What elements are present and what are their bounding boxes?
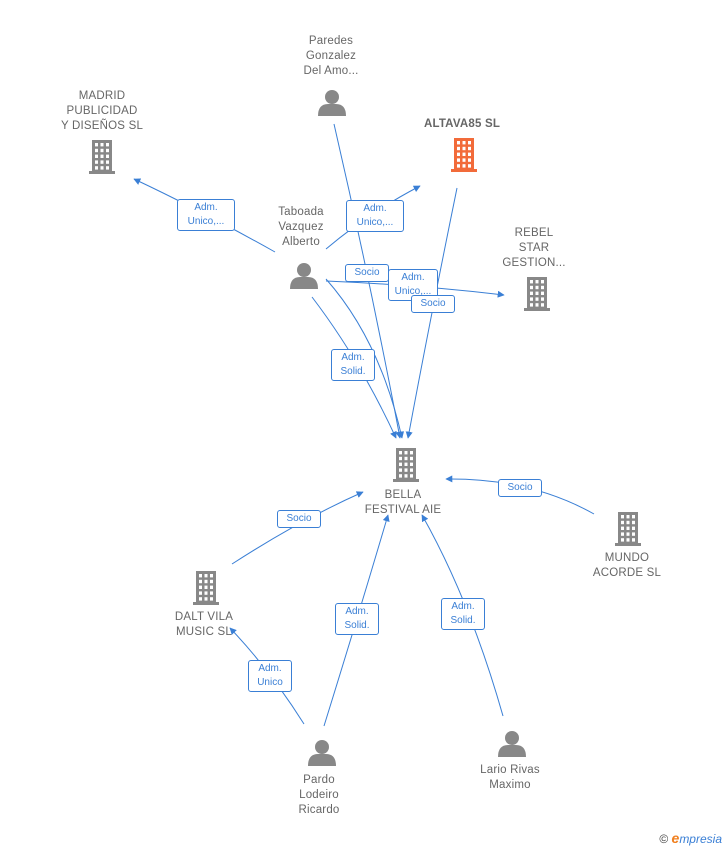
node-label-bella[interactable]: BELLA FESTIVAL AIE [364, 489, 442, 516]
building-icon-mundo[interactable] [615, 512, 641, 546]
node-label-paredes[interactable]: Paredes Gonzalez Del Amo... [303, 35, 359, 77]
building-icon-altava[interactable] [451, 138, 477, 172]
footer-brand: © empresia [659, 830, 722, 846]
edge-label-pardo-dalt[interactable]: Adm. Unico [248, 660, 292, 692]
person-icon-paredes[interactable] [318, 90, 346, 116]
node-label-pardo[interactable]: Pardo Lodeiro Ricardo [298, 774, 340, 816]
building-icon-dalt[interactable] [193, 571, 219, 605]
copyright-icon: © [659, 832, 669, 846]
person-icon-taboada[interactable] [290, 263, 318, 289]
edge-label-pardo-bella[interactable]: Adm. Solid. [335, 603, 379, 635]
building-icon-bella[interactable] [393, 448, 419, 482]
edge-label-lario-bella[interactable]: Adm. Solid. [441, 598, 485, 630]
edge-label-taboada-madrid[interactable]: Adm. Unico,... [177, 199, 235, 231]
building-icon-madrid[interactable] [89, 140, 115, 174]
nodes-layer [89, 90, 641, 766]
node-label-taboada[interactable]: Taboada Vazquez Alberto [278, 206, 324, 248]
person-icon-lario[interactable] [498, 731, 526, 757]
edge-altava-bella [405, 187, 458, 439]
edge-label-taboada-bella-solid[interactable]: Adm. Solid. [331, 349, 375, 381]
edge-label-taboada-bella-socio[interactable]: Socio [345, 264, 389, 282]
node-label-rebel[interactable]: REBEL STAR GESTION... [502, 227, 566, 269]
building-icon-rebel[interactable] [524, 277, 550, 311]
node-label-dalt[interactable]: DALT VILA MUSIC SL [174, 611, 234, 638]
node-label-madrid[interactable]: MADRID PUBLICIDAD Y DISEÑOS SL [60, 90, 144, 132]
edge-label-mundo-bella[interactable]: Socio [498, 479, 542, 497]
edge-label-altava-bella[interactable]: Socio [411, 295, 455, 313]
brand-logo: empresia [671, 830, 722, 846]
node-label-altava[interactable]: ALTAVA85 SL [423, 118, 501, 130]
edge-label-dalt-bella[interactable]: Socio [277, 510, 321, 528]
person-icon-pardo[interactable] [308, 740, 336, 766]
node-label-mundo[interactable]: MUNDO ACORDE SL [592, 552, 662, 579]
node-label-lario[interactable]: Lario Rivas Maximo [480, 764, 540, 791]
edge-label-taboada-altava[interactable]: Adm. Unico,... [346, 200, 404, 232]
